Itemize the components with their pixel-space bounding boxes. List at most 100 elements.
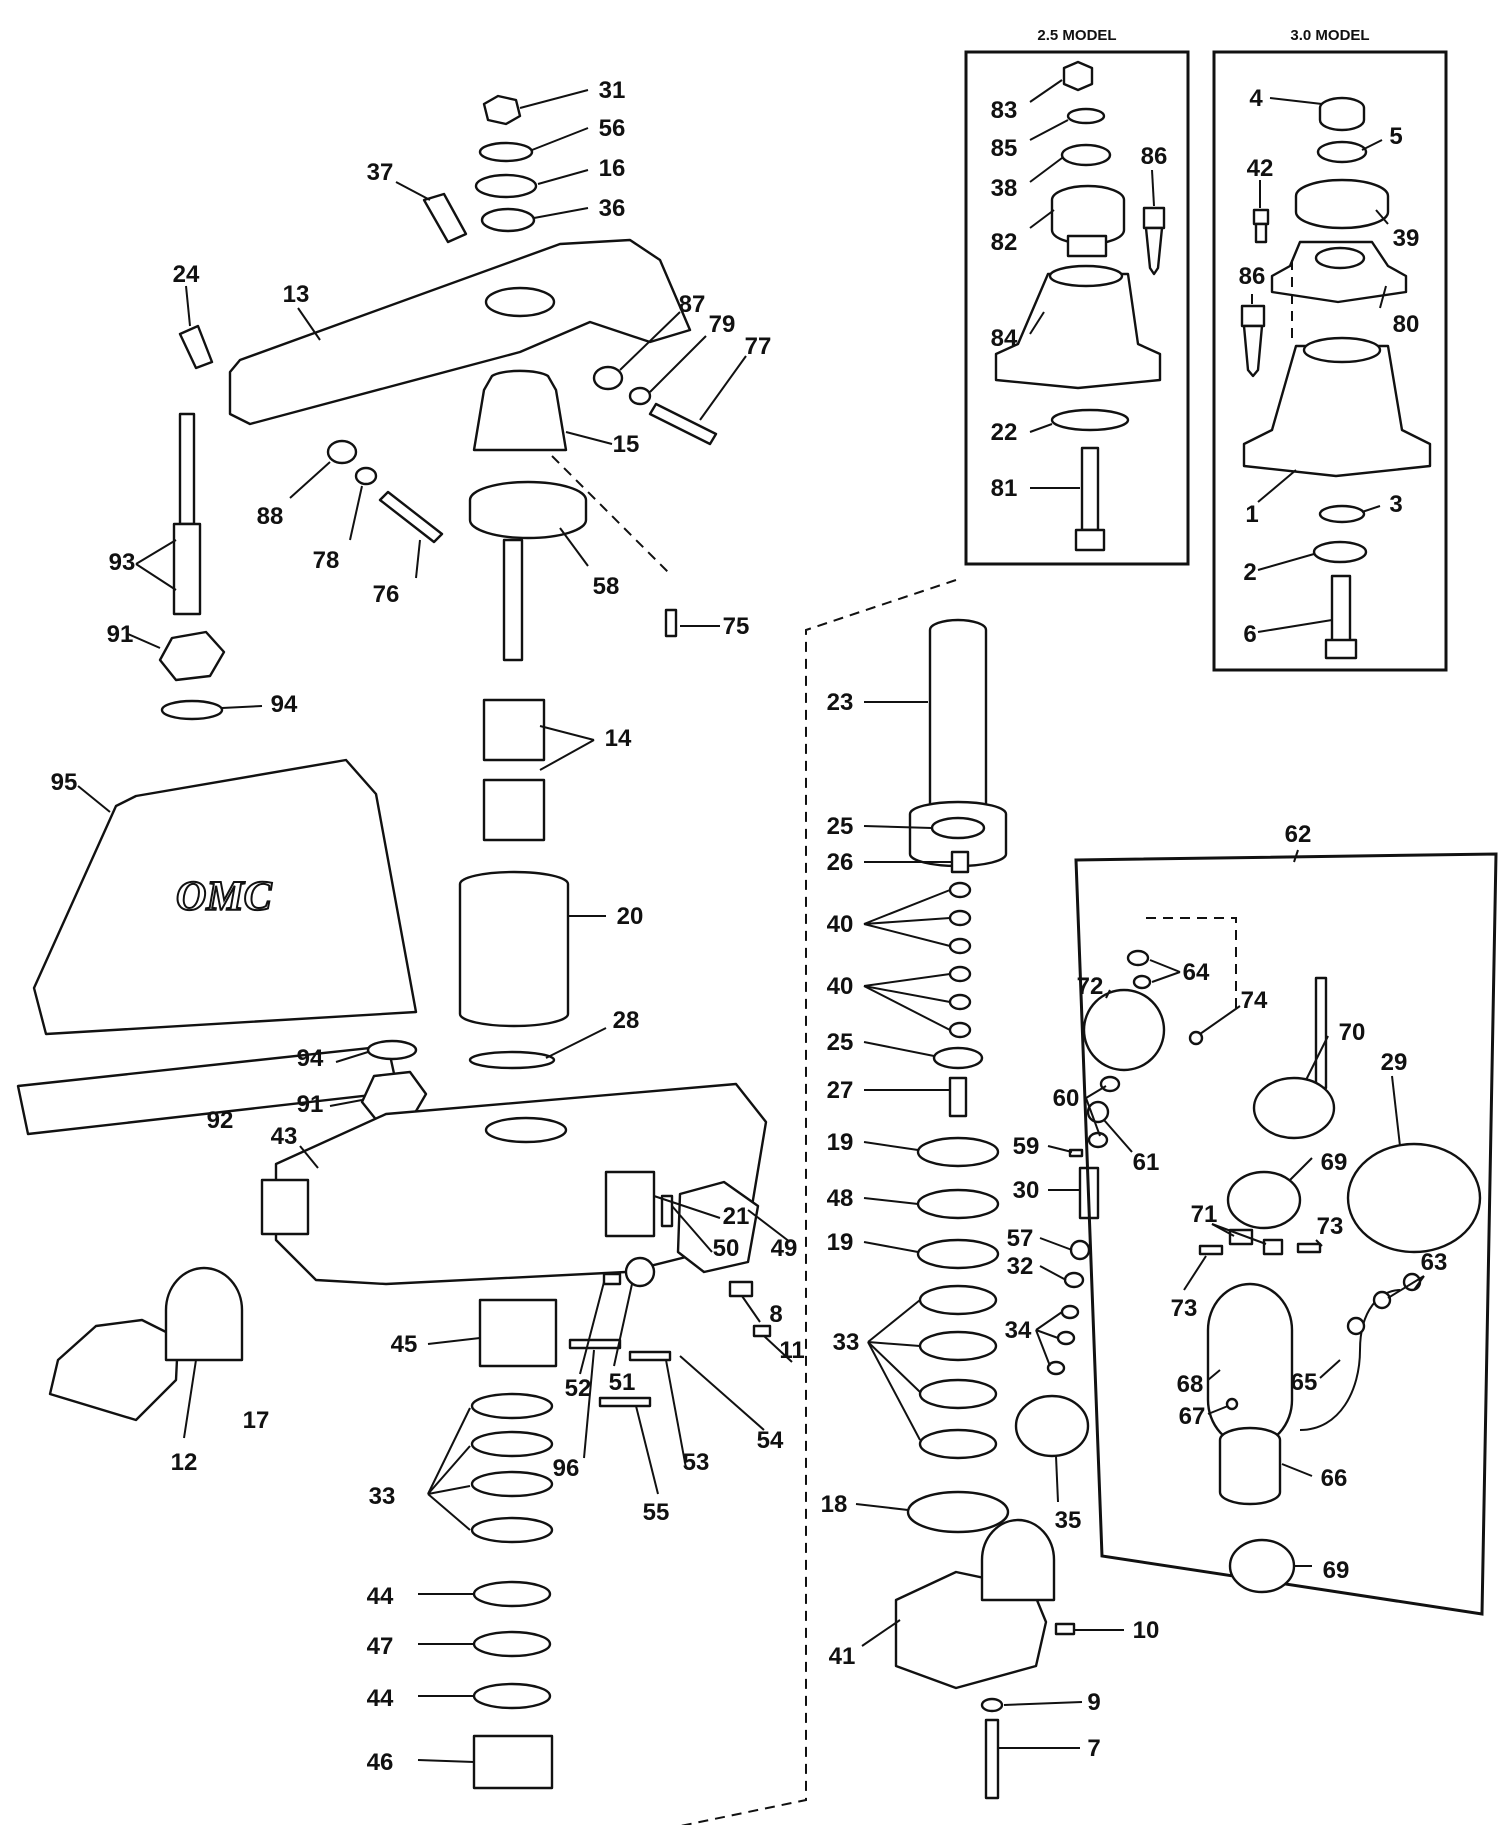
- callout-40-a: 40: [827, 911, 854, 938]
- callout-70: 70: [1339, 1019, 1366, 1046]
- callout-74: 74: [1241, 987, 1268, 1014]
- washer-94-upper: [160, 699, 224, 721]
- inset-3-0-parts: [1240, 96, 1432, 660]
- washer-79: [628, 386, 652, 406]
- shim-33-c: [470, 1470, 554, 1498]
- bellows-20: [458, 870, 570, 1028]
- callout-80: 80: [1393, 311, 1420, 338]
- washer-16: [474, 173, 538, 199]
- callout-19-b: 19: [827, 1229, 854, 1256]
- callout-9: 9: [1087, 1689, 1100, 1716]
- clip-8: [728, 1280, 754, 1298]
- fitting-10: [1054, 1622, 1076, 1636]
- bushing-46: [472, 1734, 554, 1790]
- washer-60-upper: [1099, 1075, 1121, 1093]
- callout-95: 95: [51, 769, 78, 796]
- pin-59: [1068, 1148, 1084, 1158]
- callout-52: 52: [565, 1375, 592, 1402]
- callout-72: 72: [1077, 973, 1104, 1000]
- callout-48: 48: [827, 1185, 854, 1212]
- callout-79: 79: [709, 311, 736, 338]
- washer-40-d: [948, 965, 972, 983]
- washer-32: [1063, 1271, 1085, 1289]
- callout-13: 13: [283, 281, 310, 308]
- thrust-washer-19-lower: [916, 1238, 1000, 1270]
- stud-93: [178, 412, 196, 526]
- callout-8: 8: [769, 1301, 782, 1328]
- washer-25-upper: [930, 816, 986, 840]
- housing-stub: [260, 1178, 310, 1236]
- callout-41: 41: [829, 1643, 856, 1670]
- callout-51: 51: [609, 1369, 636, 1396]
- washer-40-a: [948, 881, 972, 899]
- terminal-63-a: [1346, 1316, 1366, 1336]
- gasket-69-lower: [1228, 1538, 1296, 1594]
- spring-73-left: [1198, 1244, 1224, 1256]
- screw-11: [752, 1324, 772, 1338]
- omc-logo: OMC: [176, 874, 273, 920]
- callout-71: 71: [1191, 1201, 1218, 1228]
- callout-64: 64: [1183, 959, 1210, 986]
- callout-18: 18: [821, 1491, 848, 1518]
- washer-34-c: [1046, 1360, 1066, 1376]
- shim-33-e: [918, 1284, 998, 1316]
- callout-38: 38: [991, 175, 1018, 202]
- callout-21: 21: [723, 1203, 750, 1230]
- washer-40-b: [948, 909, 972, 927]
- thrust-bearing-48: [916, 1188, 1000, 1220]
- callout-30: 30: [1013, 1177, 1040, 1204]
- callout-87: 87: [679, 291, 706, 318]
- pin-96: [568, 1338, 622, 1350]
- gasket-21: [604, 1170, 656, 1238]
- callout-69-a: 69: [1321, 1149, 1348, 1176]
- bolt-76: [378, 490, 444, 544]
- nut-91-upper: [158, 630, 226, 682]
- gear-57: [1069, 1239, 1091, 1261]
- lower-housing-neck: [980, 1518, 1056, 1602]
- callout-20: 20: [617, 903, 644, 930]
- clamp-28: [468, 1050, 556, 1070]
- motor-kit-box-62: [1074, 852, 1498, 1616]
- callout-55: 55: [643, 1499, 670, 1526]
- callout-33-b: 33: [833, 1329, 860, 1356]
- callout-94-a: 94: [271, 691, 298, 718]
- boot-15: [472, 369, 568, 452]
- callout-68: 68: [1177, 1371, 1204, 1398]
- callout-49: 49: [771, 1235, 798, 1262]
- callout-84: 84: [991, 325, 1018, 352]
- callout-44-a: 44: [367, 1583, 394, 1610]
- inset-box-3-0-model: [1212, 50, 1448, 672]
- washer-34-a: [1060, 1304, 1080, 1320]
- washer-94-lower: [366, 1039, 418, 1061]
- callout-44-b: 44: [367, 1685, 394, 1712]
- callout-56: 56: [599, 115, 626, 142]
- bracket-tab-24: [178, 324, 214, 370]
- callout-61: 61: [1133, 1149, 1160, 1176]
- callout-42: 42: [1247, 155, 1274, 182]
- callout-59: 59: [1013, 1133, 1040, 1160]
- mount-bracket-95: [32, 758, 418, 1036]
- washer-44-upper: [472, 1580, 552, 1608]
- housing-bore: [484, 1116, 568, 1144]
- callout-78: 78: [313, 547, 340, 574]
- washer-64-b: [1132, 974, 1152, 990]
- callout-10: 10: [1133, 1617, 1160, 1644]
- callout-73-b: 73: [1171, 1295, 1198, 1322]
- inset-title-2-5-model: 2.5 MODEL: [1037, 27, 1116, 44]
- bolt-27: [948, 1076, 968, 1118]
- bearing-45: [478, 1298, 558, 1368]
- bearing-67: [1225, 1397, 1239, 1411]
- screw-75: [664, 608, 678, 638]
- callout-82: 82: [991, 229, 1018, 256]
- bolt-77: [648, 402, 718, 446]
- callout-86-a: 86: [1141, 143, 1168, 170]
- callout-12: 12: [171, 1449, 198, 1476]
- callout-27: 27: [827, 1077, 854, 1104]
- callout-91-b: 91: [297, 1091, 324, 1118]
- callout-16: 16: [599, 155, 626, 182]
- washer-87: [592, 365, 624, 391]
- washer-34-b: [1056, 1330, 1076, 1346]
- callout-50: 50: [713, 1235, 740, 1262]
- callout-60: 60: [1053, 1085, 1080, 1112]
